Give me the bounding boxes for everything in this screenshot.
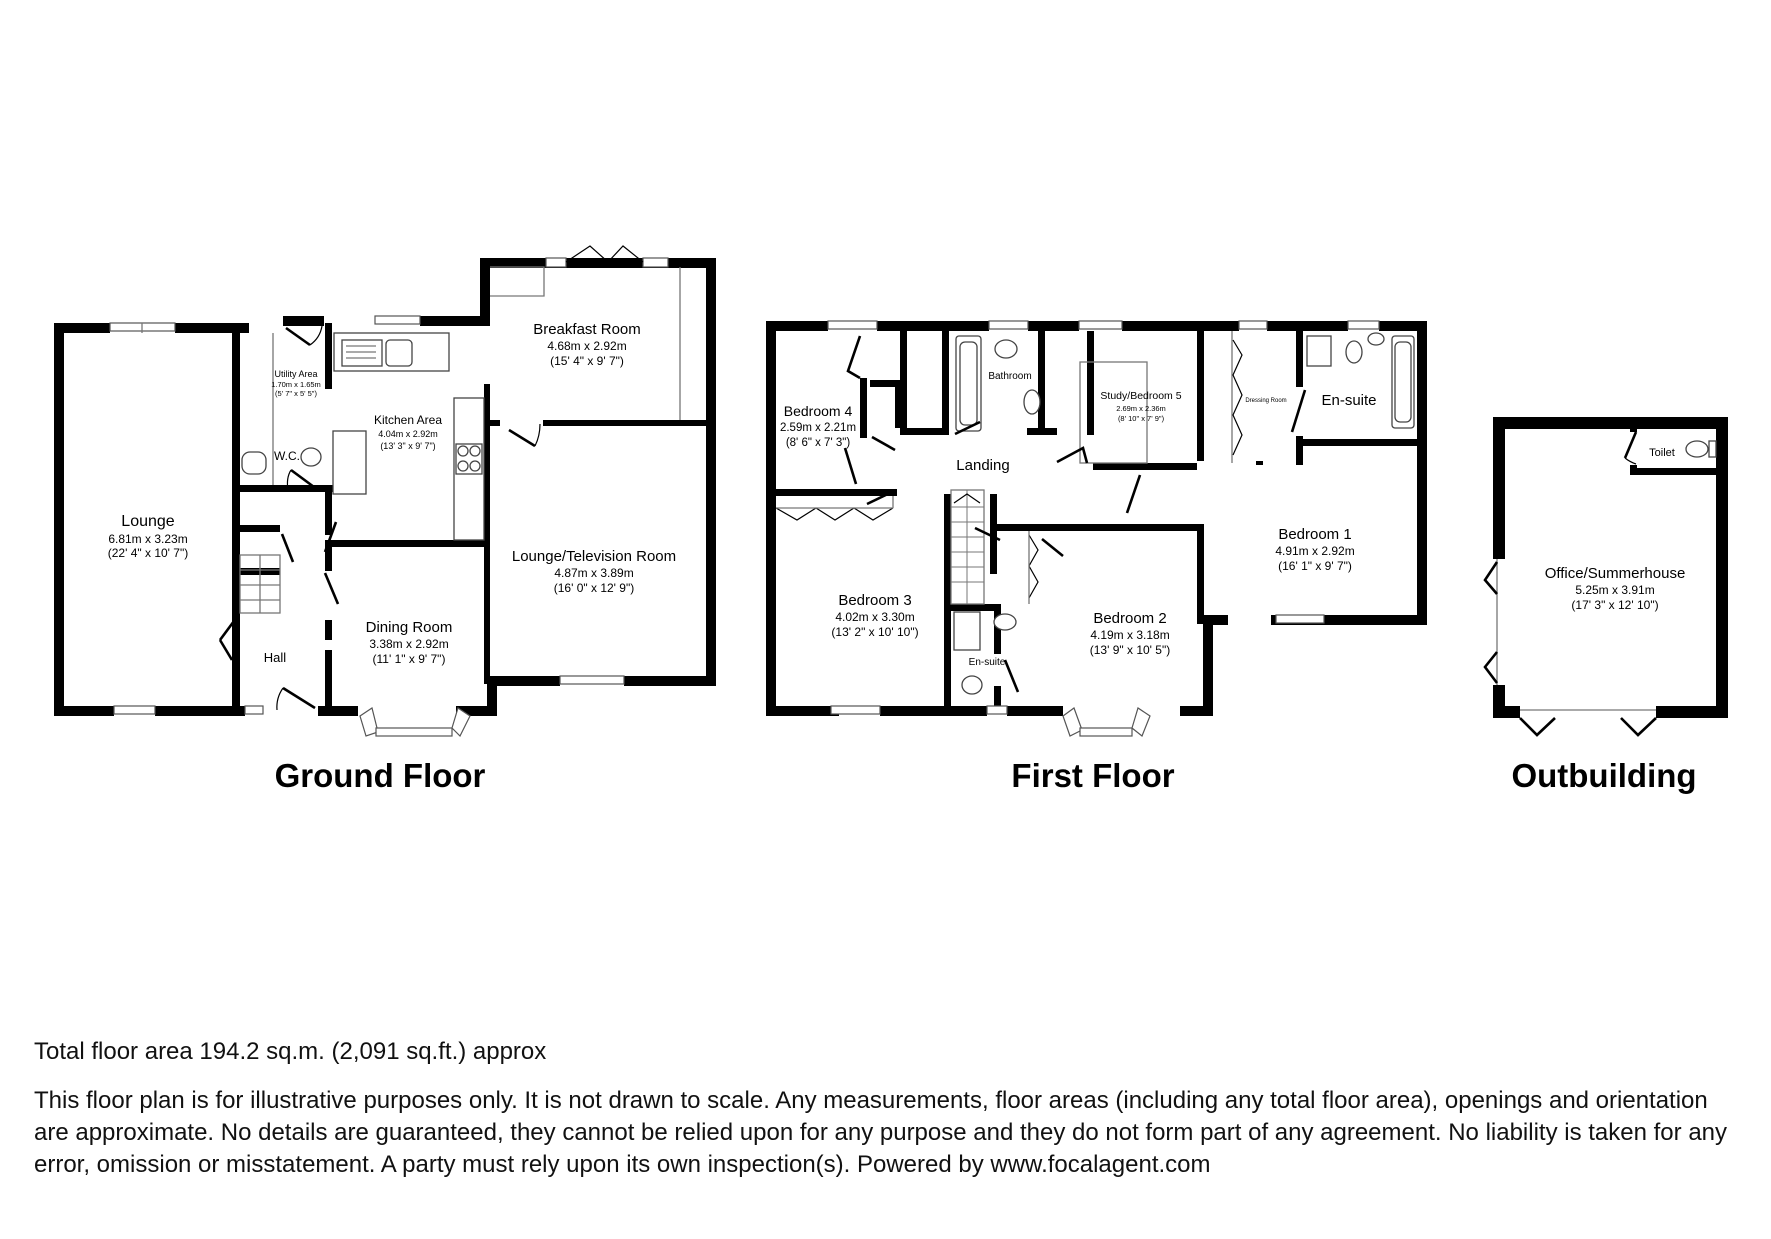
room-label-breakfast: Breakfast Room [533, 321, 641, 338]
room-dims-office: 5.25m x 3.91m [1575, 583, 1654, 597]
room-dims-bedroom-3: 4.02m x 3.30m [835, 610, 914, 624]
room-dims-bedroom-2: 4.19m x 3.18m [1090, 628, 1169, 642]
outbuilding-plan: Office/Summerhouse 5.25m x 3.91m (17' 3"… [1483, 417, 1728, 737]
room-dims-imperial-lounge: (22' 4" x 10' 7") [108, 546, 188, 560]
room-label-bathroom: Bathroom [988, 371, 1031, 382]
room-dims-imperial-bedroom-4: (8' 6" x 7' 3") [786, 437, 850, 449]
room-dims-dining: 3.38m x 2.92m [369, 637, 448, 651]
room-dims-study: 2.69m x 2.36m [1116, 404, 1166, 413]
room-label-bedroom-3: Bedroom 3 [838, 592, 911, 609]
first-floor-plan: Bedroom 4 2.59m x 2.21m (8' 6" x 7' 3") … [766, 320, 1427, 737]
ground-floor-plan: Lounge 6.81m x 3.23m (22' 4" x 10' 7") U… [54, 245, 716, 738]
room-dims-imperial-study: (8' 10" x 7' 9") [1118, 414, 1165, 423]
room-dims-breakfast: 4.68m x 2.92m [547, 339, 626, 353]
room-dims-kitchen: 4.04m x 2.92m [378, 429, 438, 439]
room-dims-imperial-kitchen: (13' 3" x 9' 7") [380, 441, 435, 451]
floor-title-first: First Floor [1011, 757, 1175, 794]
room-label-bedroom-4: Bedroom 4 [784, 403, 853, 419]
floor-title-ground: Ground Floor [274, 757, 486, 794]
room-label-office: Office/Summerhouse [1545, 565, 1686, 582]
room-dims-imperial-utility: (5' 7" x 5' 5") [275, 389, 317, 398]
room-dims-bedroom-4: 2.59m x 2.21m [780, 422, 856, 434]
disclaimer-text: This floor plan is for illustrative purp… [34, 1087, 1728, 1178]
room-label-tv: Lounge/Television Room [512, 548, 676, 565]
room-dims-tv: 4.87m x 3.89m [554, 566, 633, 580]
room-dims-utility: 1.70m x 1.65m [271, 380, 321, 389]
room-label-landing: Landing [956, 457, 1009, 474]
room-label-hall: Hall [264, 650, 287, 665]
room-dims-imperial-office: (17' 3" x 12' 10") [1571, 598, 1658, 612]
room-dims-imperial-bedroom-1: (16' 1" x 9' 7") [1278, 559, 1352, 573]
room-dims-imperial-tv: (16' 0" x 12' 9") [554, 581, 634, 595]
room-dims-imperial-breakfast: (15' 4" x 9' 7") [550, 354, 624, 368]
room-label-study: Study/Bedroom 5 [1100, 390, 1181, 402]
room-label-utility: Utility Area [274, 369, 317, 379]
room-label-bedroom-1: Bedroom 1 [1278, 526, 1351, 543]
room-dims-imperial-dining: (11' 1" x 9' 7") [373, 652, 446, 666]
room-dims-imperial-bedroom-3: (13' 2" x 10' 10") [831, 625, 918, 639]
room-dims-imperial-bedroom-2: (13' 9" x 10' 5") [1090, 643, 1170, 657]
room-label-lounge: Lounge [121, 513, 174, 530]
room-dims-bedroom-1: 4.91m x 2.92m [1275, 544, 1354, 558]
total-floor-area: Total floor area 194.2 sq.m. (2,091 sq.f… [34, 1038, 547, 1065]
floor-title-outbuilding: Outbuilding [1511, 757, 1697, 794]
room-label-ensuite-1: En-suite [1321, 392, 1376, 409]
room-label-dining: Dining Room [366, 619, 453, 636]
room-label-ensuite-2: En-suite [969, 657, 1006, 668]
room-label-toilet: Toilet [1649, 447, 1675, 459]
room-label-dressing: Dressing Room [1245, 398, 1286, 404]
room-label-wc: W.C. [274, 449, 300, 463]
room-label-bedroom-2: Bedroom 2 [1093, 610, 1166, 627]
room-label-kitchen: Kitchen Area [374, 413, 442, 427]
room-dims-lounge: 6.81m x 3.23m [108, 532, 187, 546]
